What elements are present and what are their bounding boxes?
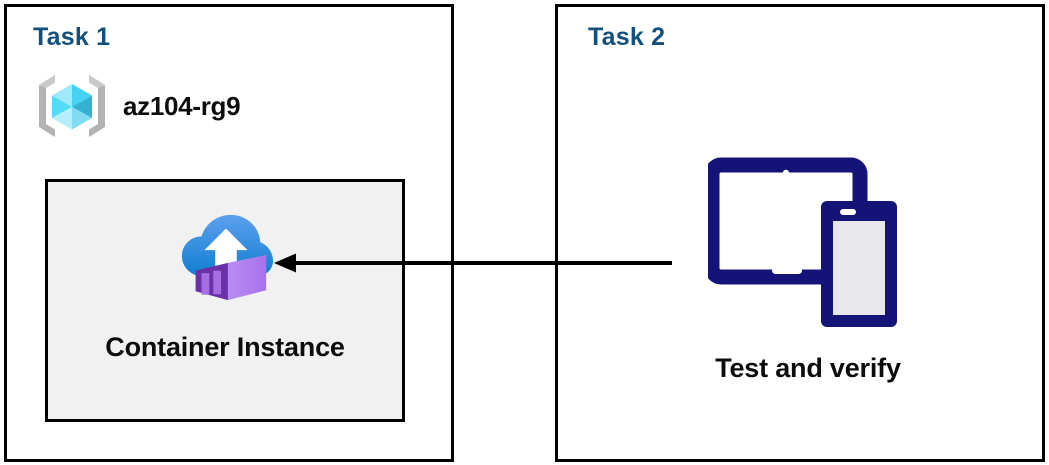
container-instance-card: Container Instance bbox=[45, 179, 405, 422]
azure-resource-group-icon bbox=[35, 71, 109, 141]
panel-task2-title: Task 2 bbox=[588, 23, 666, 51]
azure-container-instance-icon bbox=[176, 182, 274, 304]
tablet-and-phone-icon bbox=[708, 157, 908, 337]
test-and-verify-block: Test and verify bbox=[668, 157, 948, 384]
panel-task2: Task 2 Test and verify bbox=[555, 4, 1045, 462]
resource-group-row: az104-rg9 bbox=[35, 71, 241, 141]
resource-group-label: az104-rg9 bbox=[123, 90, 241, 121]
panel-task1-title: Task 1 bbox=[33, 23, 111, 51]
panel-task1: Task 1 bbox=[4, 4, 454, 462]
test-and-verify-label: Test and verify bbox=[715, 353, 901, 383]
container-instance-label: Container Instance bbox=[105, 332, 345, 362]
